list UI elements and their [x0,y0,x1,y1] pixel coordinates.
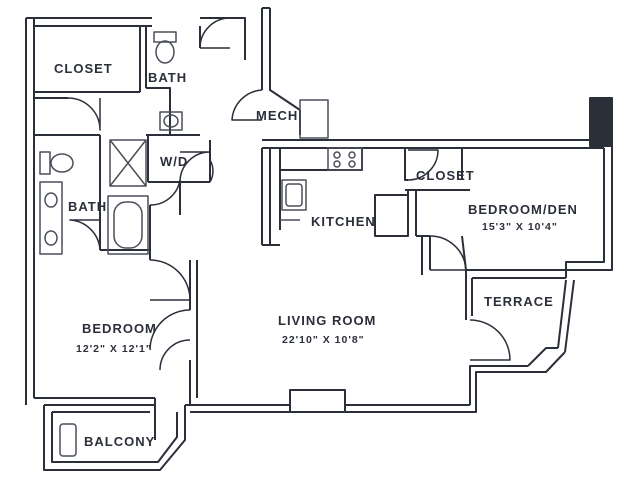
closet-den-label: CLOSET [416,168,475,183]
kitchen-label: KITCHEN [311,214,376,229]
bath-lower-label: BATH [68,199,107,214]
bedroom-label: BEDROOM [82,321,157,336]
room-labels: CLOSET BATH MECH W/D BATH KITCHEN CLOSET… [54,61,578,449]
bath-upper-label: BATH [148,70,187,85]
living-room-dimensions: 22'10" X 10'8" [282,334,365,346]
terrace-label: TERRACE [484,294,554,309]
mech-label: MECH [256,108,298,123]
bedroom-den-label: BEDROOM/DEN [468,202,578,217]
bedroom-den-dimensions: 15'3" X 10'4" [482,221,558,233]
balcony-label: BALCONY [84,434,155,449]
exterior-walls [25,7,613,471]
interior-walls [34,26,470,405]
door-swings [67,17,511,371]
wd-label: W/D [160,154,188,169]
fixtures [39,31,363,457]
bedroom-dimensions: 12'2" X 12'1" [76,343,152,355]
closet-main-label: CLOSET [54,61,113,76]
living-room-label: LIVING ROOM [278,313,376,328]
